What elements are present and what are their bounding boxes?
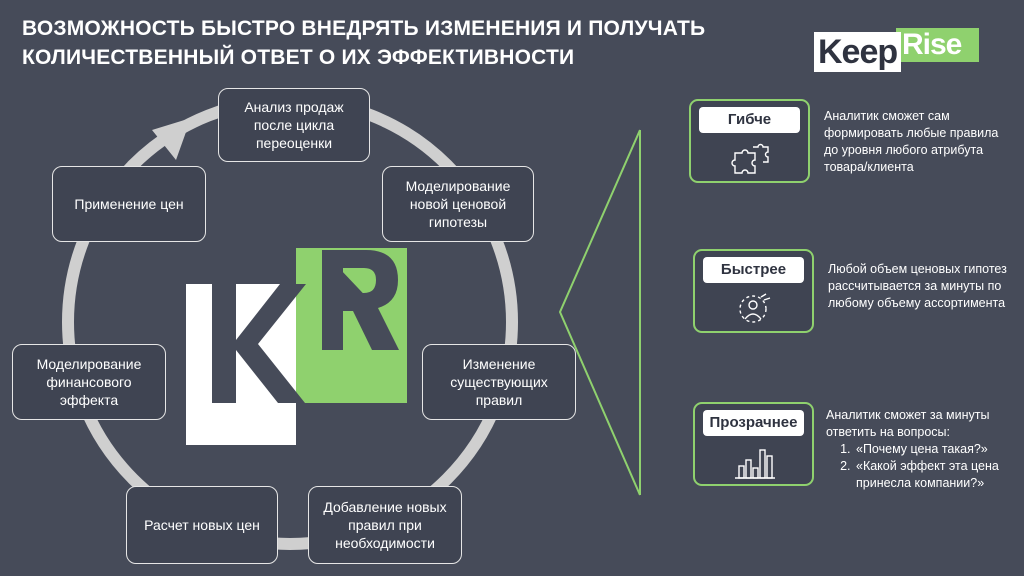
step-apply-prices: Применение цен [52,166,206,242]
center-kr-logo [186,248,407,445]
benefit-faster-text: Любой объем ценовых гипотез рассчитывает… [828,262,1007,310]
step-price-hypothesis: Моделирование новой ценовой гипотезы [382,166,534,242]
keeprise-logo: Rise Keep [814,28,984,74]
title-line-1: ВОЗМОЖНОСТЬ БЫСТРО ВНЕДРЯТЬ ИЗМЕНЕНИЯ И … [22,17,706,40]
bar-chart-icon [695,442,812,482]
benefit-transparent-text: Аналитик сможет за минуты ответить на во… [826,407,1021,492]
step-new-prices: Расчет новых цен [126,486,278,564]
logo-rise: Rise [896,28,980,62]
step-label: Моделирование финансового эффекта [36,356,142,408]
step-change-rules: Изменение существующих правил [422,344,576,420]
step-label: Изменение существующих правил [450,356,548,408]
benefit-flexible-text: Аналитик сможет сам формировать любые пр… [824,109,999,174]
step-add-rules: Добавление новых правил при необходимост… [308,486,462,564]
step-sales-analysis: Анализ продаж после цикла переоценки [218,88,370,162]
benefit-title: Гибче [699,107,800,133]
cycle-arrow-icon [152,118,191,160]
benefit-transparent: Прозрачнее [693,402,814,486]
step-label: Применение цен [74,196,184,212]
page-title: ВОЗМОЖНОСТЬ БЫСТРО ВНЕДРЯТЬ ИЗМЕНЕНИЯ И … [22,14,782,72]
question-item: «Почему цена такая?» [854,441,1021,458]
logo-keep: Keep [814,32,902,72]
step-label: Моделирование новой ценовой гипотезы [405,178,511,230]
step-label: Анализ продаж после цикла переоценки [244,99,344,151]
benefit-title: Быстрее [703,257,804,283]
benefit-title: Прозрачнее [703,410,804,436]
step-label: Расчет новых цен [144,517,260,533]
puzzle-icon [691,139,808,179]
questions-list: «Почему цена такая?» «Какой эффект эта ц… [826,441,1021,492]
benefits-bracket [558,129,641,496]
benefit-faster: Быстрее [693,249,814,333]
step-financial-effect: Моделирование финансового эффекта [12,344,166,420]
benefit-transparent-intro: Аналитик сможет за минуты ответить на во… [826,408,990,439]
question-item: «Какой эффект эта цена принесла компании… [854,458,1021,492]
fast-person-icon [695,289,812,329]
title-line-2: КОЛИЧЕСТВЕННЫЙ ОТВЕТ О ИХ ЭФФЕКТИВНОСТИ [22,46,575,69]
benefit-flexible: Гибче [689,99,810,183]
step-label: Добавление новых правил при необходимост… [323,499,447,551]
